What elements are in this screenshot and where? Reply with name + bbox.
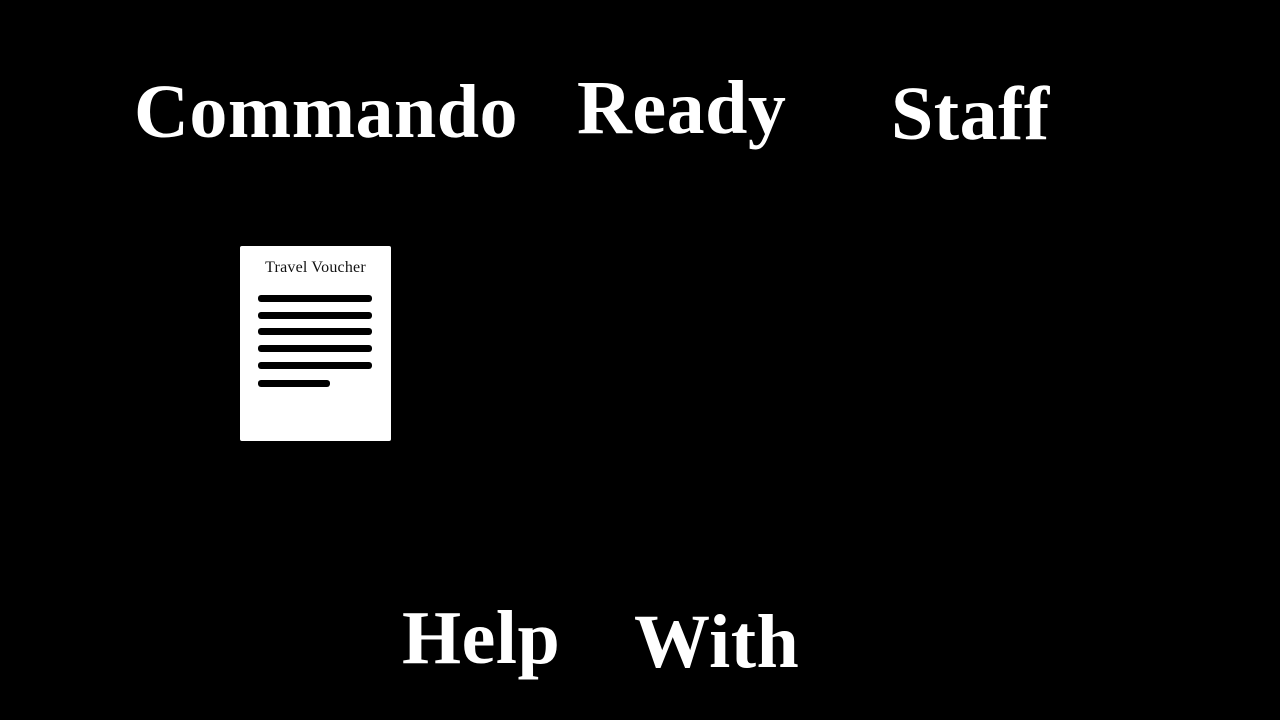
text-line xyxy=(258,312,372,319)
word-commando: Commando xyxy=(134,70,519,154)
voucher-title: Travel Voucher xyxy=(265,259,366,276)
word-staff: Staff xyxy=(891,72,1050,156)
word-with: With xyxy=(634,600,800,684)
text-line xyxy=(258,328,372,335)
text-line xyxy=(258,345,372,352)
text-line xyxy=(258,295,372,302)
word-help: Help xyxy=(402,596,561,680)
text-line xyxy=(258,380,330,387)
word-ready: Ready xyxy=(577,66,787,150)
text-line xyxy=(258,362,372,369)
travel-voucher-document-icon: Travel Voucher xyxy=(240,246,391,441)
